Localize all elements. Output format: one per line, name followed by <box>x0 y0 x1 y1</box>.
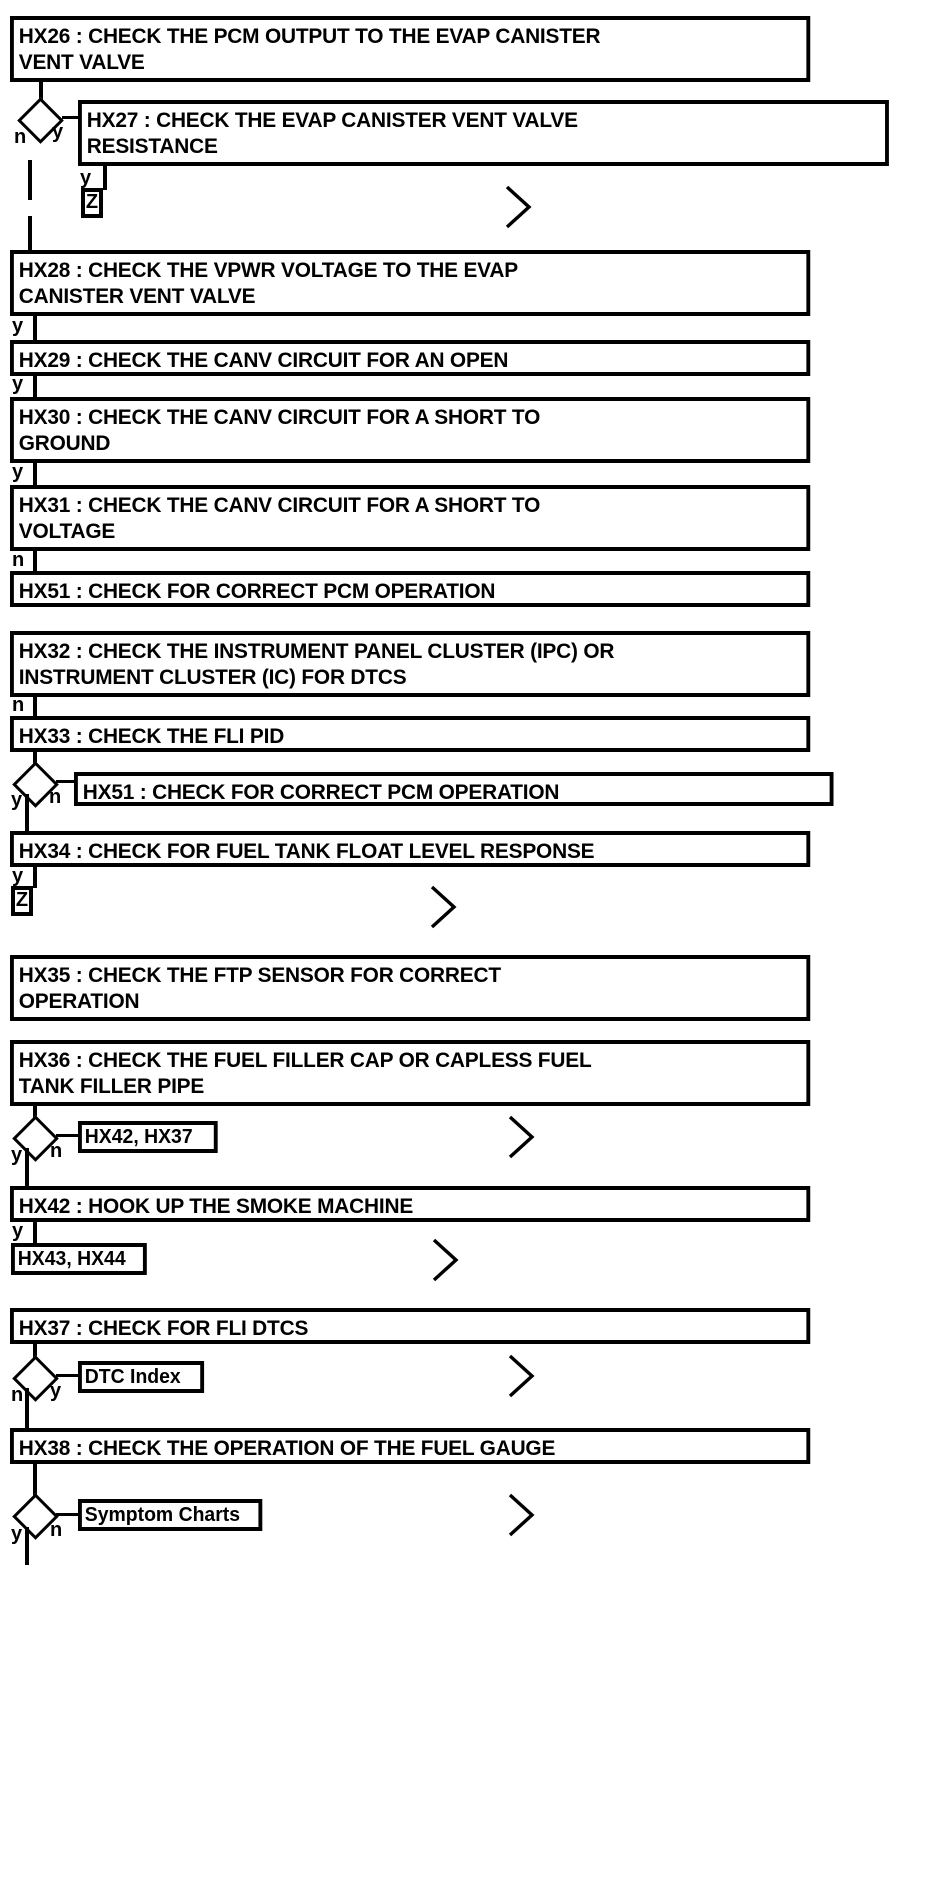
branch-label-hx29-yes: y <box>12 373 24 395</box>
ref-box-dtc-index[interactable]: DTC Index <box>78 1361 205 1393</box>
connector-decision1-no-to-hx28 <box>28 160 32 200</box>
branch-label-hx42-yes: y <box>12 1220 24 1242</box>
branch-label-hx26-no: n <box>14 126 27 148</box>
branch-label-hx31-no: n <box>12 549 25 571</box>
branch-label-hx27-yes: y <box>80 167 92 189</box>
connector-hx32-to-hx33 <box>33 697 37 717</box>
connector-decision1-to-hx27 <box>62 116 80 119</box>
offpage-chevron-5[interactable] <box>503 1352 539 1400</box>
node-hx30[interactable]: HX30 : CHECK THE CANV CIRCUIT FOR A SHOR… <box>10 397 811 463</box>
ref-box-hx43-hx44[interactable]: HX43, HX44 <box>11 1243 147 1275</box>
connector-hx38-to-decision5 <box>33 1464 37 1506</box>
node-hx28[interactable]: HX28 : CHECK THE VPWR VOLTAGE TO THE EVA… <box>10 250 811 316</box>
connector-decision3-to-ref-hx42-hx37 <box>56 1134 80 1137</box>
node-hx35[interactable]: HX35 : CHECK THE FTP SENSOR FOR CORRECT … <box>10 955 811 1021</box>
branch-label-hx26-yes: y <box>52 121 64 143</box>
connector-hx29-to-hx30 <box>33 376 37 398</box>
connector-decision4-to-ref-dtc-index <box>56 1374 80 1377</box>
branch-label-hx33-yes: y <box>11 789 23 811</box>
branch-label-hx37-yes: y <box>50 1380 62 1402</box>
branch-label-hx36-no: n <box>50 1140 63 1162</box>
branch-label-hx36-yes: y <box>11 1144 23 1166</box>
offpage-chevron-4[interactable] <box>427 1236 463 1284</box>
branch-label-hx28-yes: y <box>12 315 24 337</box>
connector-hx27-to-z1 <box>103 166 107 190</box>
node-hx29[interactable]: HX29 : CHECK THE CANV CIRCUIT FOR AN OPE… <box>10 340 811 376</box>
node-hx26[interactable]: HX26 : CHECK THE PCM OUTPUT TO THE EVAP … <box>10 16 811 82</box>
node-hx27[interactable]: HX27 : CHECK THE EVAP CANISTER VENT VALV… <box>78 100 889 166</box>
connector-hx34-to-z2 <box>33 866 37 888</box>
connector-hx31-to-hx51a <box>33 551 37 573</box>
branch-label-hx32-no: n <box>12 694 25 716</box>
node-hx51-b[interactable]: HX51 : CHECK FOR CORRECT PCM OPERATION <box>74 772 834 806</box>
connector-hx42-to-ref-hx43-hx44 <box>33 1222 37 1245</box>
offpage-marker-z1[interactable]: Z <box>81 188 103 218</box>
node-hx31[interactable]: HX31 : CHECK THE CANV CIRCUIT FOR A SHOR… <box>10 485 811 551</box>
connector-decision3-yes-to-hx42 <box>25 1148 29 1188</box>
connector-hx30-to-hx31 <box>33 463 37 486</box>
node-hx33[interactable]: HX33 : CHECK THE FLI PID <box>10 716 811 752</box>
ref-box-hx42-hx37[interactable]: HX42, HX37 <box>78 1121 218 1153</box>
node-hx36[interactable]: HX36 : CHECK THE FUEL FILLER CAP OR CAPL… <box>10 1040 811 1106</box>
offpage-chevron-6[interactable] <box>503 1491 539 1539</box>
ref-box-symptom-charts[interactable]: Symptom Charts <box>78 1499 263 1531</box>
branch-label-hx37-no: n <box>11 1384 24 1406</box>
offpage-chevron-2[interactable] <box>425 883 461 931</box>
node-hx37[interactable]: HX37 : CHECK FOR FLI DTCS <box>10 1308 811 1344</box>
connector-hx26-to-decision1 <box>39 82 43 110</box>
connector-decision5-yes-tail <box>25 1527 29 1565</box>
connector-decision4-no-to-hx38 <box>25 1388 29 1428</box>
node-hx32[interactable]: HX32 : CHECK THE INSTRUMENT PANEL CLUSTE… <box>10 631 811 697</box>
connector-decision2-to-hx51b <box>56 780 76 783</box>
node-hx51-a[interactable]: HX51 : CHECK FOR CORRECT PCM OPERATION <box>10 571 811 607</box>
connector-hx28-to-hx29 <box>33 316 37 340</box>
connector-decision1-no-to-hx28-b <box>28 216 32 252</box>
offpage-chevron-1[interactable] <box>500 183 536 231</box>
node-hx38[interactable]: HX38 : CHECK THE OPERATION OF THE FUEL G… <box>10 1428 811 1464</box>
branch-label-hx34-yes: y <box>12 865 24 887</box>
offpage-chevron-3[interactable] <box>503 1113 539 1161</box>
branch-label-hx30-yes: y <box>12 461 24 483</box>
offpage-marker-z2[interactable]: Z <box>11 886 33 916</box>
connector-decision5-to-ref-symptom-charts <box>56 1513 80 1516</box>
branch-label-hx38-no: n <box>50 1519 63 1541</box>
branch-label-hx38-yes: y <box>11 1523 23 1545</box>
branch-label-hx33-no: n <box>49 786 62 808</box>
node-hx34[interactable]: HX34 : CHECK FOR FUEL TANK FLOAT LEVEL R… <box>10 831 811 867</box>
node-hx42[interactable]: HX42 : HOOK UP THE SMOKE MACHINE <box>10 1186 811 1222</box>
connector-decision2-yes-to-hx34 <box>25 794 29 832</box>
